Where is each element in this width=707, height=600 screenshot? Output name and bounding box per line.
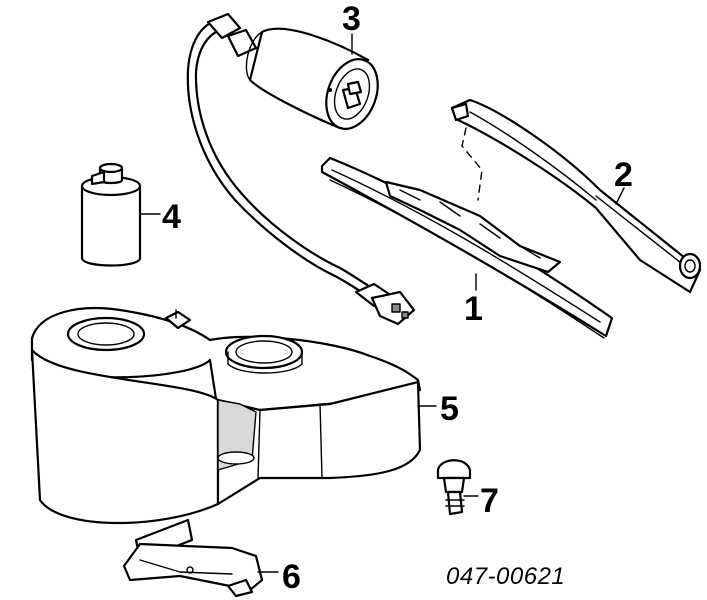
callout-4: 4 bbox=[162, 198, 181, 236]
wiper-arm bbox=[450, 98, 702, 294]
callout-6: 6 bbox=[282, 558, 301, 596]
drawing-number: 047-00621 bbox=[446, 563, 565, 590]
reservoir-bracket bbox=[122, 518, 264, 598]
callout-3: 3 bbox=[342, 0, 361, 38]
arm-blade-link-line bbox=[461, 127, 483, 201]
callout-2: 2 bbox=[614, 156, 633, 194]
washer-reservoir bbox=[30, 307, 422, 525]
callout-5: 5 bbox=[440, 390, 459, 428]
harness-connector bbox=[354, 282, 416, 326]
callout-7: 7 bbox=[480, 482, 499, 520]
washer-nozzle bbox=[436, 459, 472, 516]
wiper-motor bbox=[186, 12, 379, 298]
washer-pump bbox=[80, 162, 142, 267]
callout-1: 1 bbox=[464, 290, 483, 328]
leader-lines bbox=[139, 33, 625, 573]
wiper-blade bbox=[320, 156, 614, 339]
